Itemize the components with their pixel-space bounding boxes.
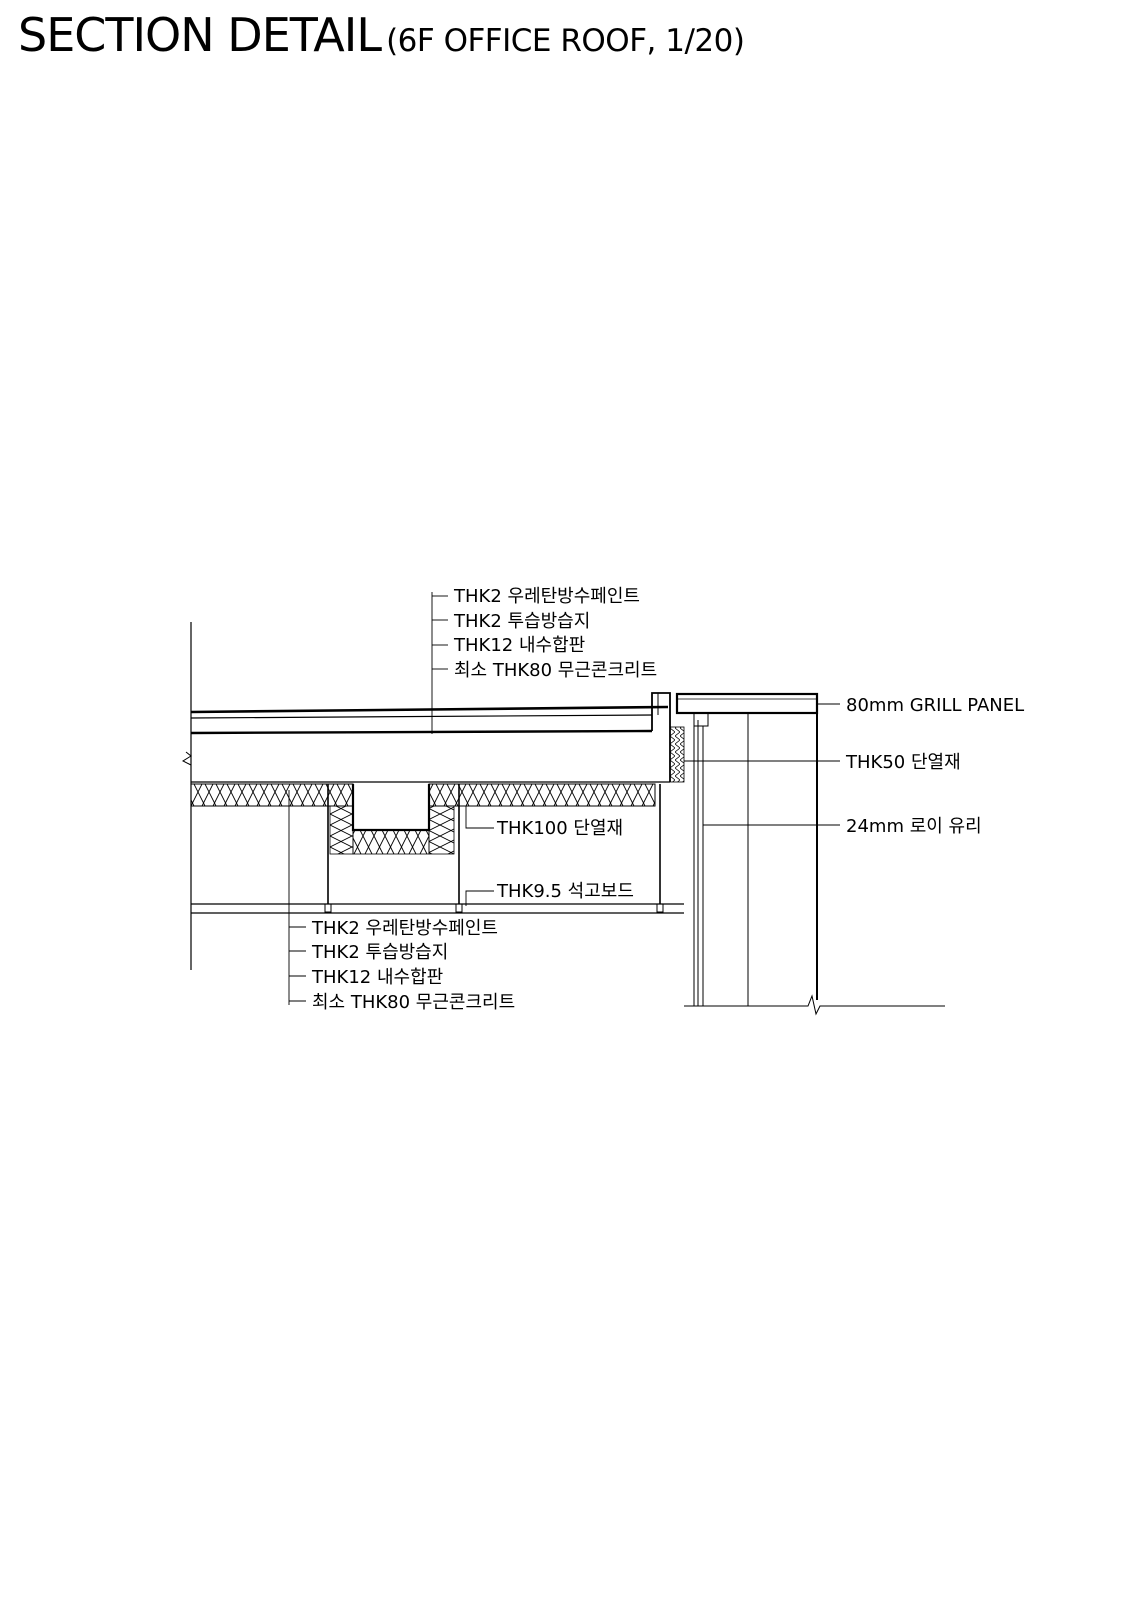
label-top-layer-1: THK2 우레탄방수페인트 [453, 586, 640, 607]
roof-slab [190, 692, 671, 783]
label-top-layer-2: THK2 투습방습지 [453, 611, 590, 632]
insulation-layer [190, 783, 656, 855]
label-insulation-50: THK50 단열재 [845, 752, 961, 773]
label-top-layer-4: 최소 THK80 무근콘크리트 [454, 660, 657, 681]
glass-wall [693, 713, 818, 1006]
insulation-50 [669, 726, 685, 783]
label-grill-panel: 80mm GRILL PANEL [846, 695, 1024, 716]
label-low-e-glass: 24mm 로이 유리 [846, 816, 982, 837]
leader-bottom [288, 790, 306, 1005]
break-symbol [181, 751, 192, 766]
leader-insulation-100 [465, 806, 494, 829]
grill-panel [675, 692, 819, 715]
label-gypsum-board: THK9.5 석고보드 [496, 881, 634, 902]
label-insulation-100: THK100 단열재 [496, 818, 623, 839]
leader-top [431, 592, 448, 734]
title-sub: (6F OFFICE ROOF, 1/20) [386, 23, 745, 59]
title-main: SECTION DETAIL [18, 8, 382, 62]
label-top-layer-3: THK12 내수합판 [453, 635, 585, 656]
label-bottom-layer-4: 최소 THK80 무근콘크리트 [312, 992, 515, 1013]
gypsum-ceiling [191, 903, 684, 914]
leader-gypsum [465, 890, 494, 906]
ceiling-hangers [324, 784, 664, 913]
label-bottom-layer-3: THK12 내수합판 [311, 967, 443, 988]
drawing-title: SECTION DETAIL (6F OFFICE ROOF, 1/20) [18, 8, 745, 62]
bottom-break-line [684, 994, 945, 1016]
label-bottom-layer-1: THK2 우레탄방수페인트 [311, 918, 498, 939]
label-bottom-layer-2: THK2 투습방습지 [311, 942, 448, 963]
